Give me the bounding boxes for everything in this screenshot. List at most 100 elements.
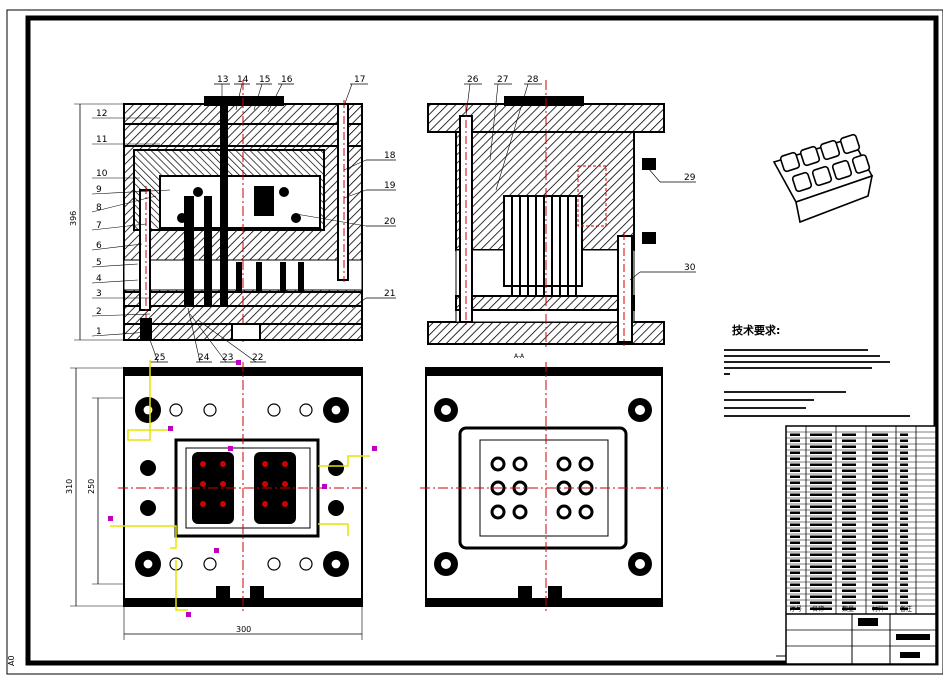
parts-list-text-mark	[872, 529, 888, 532]
svg-text:1: 1	[96, 327, 102, 337]
parts-list-text-mark	[810, 559, 832, 562]
svg-text:15: 15	[259, 75, 270, 85]
parts-list-text-mark	[790, 607, 800, 610]
parts-list-text-mark	[900, 511, 908, 514]
parts-list-text-mark	[810, 475, 832, 478]
parts-list-text-mark	[790, 433, 800, 436]
parts-list-text-mark	[790, 481, 800, 484]
svg-text:2: 2	[96, 307, 102, 317]
svg-text:备注: 备注	[900, 605, 912, 613]
parts-list-text-mark	[872, 481, 888, 484]
parts-list-text-mark	[872, 595, 888, 598]
parts-list-text-mark	[810, 481, 832, 484]
svg-text:10: 10	[96, 169, 108, 179]
parts-list-text-mark	[900, 499, 908, 502]
parts-list-text-mark	[790, 517, 800, 520]
parts-list-table: 序号 名称 数量 材料 备注	[776, 425, 937, 665]
parts-list-text-mark	[810, 523, 832, 526]
parts-list-text-mark	[872, 469, 888, 472]
parts-list-text-mark	[900, 445, 908, 448]
product-isometric	[772, 133, 874, 224]
parts-list-text-mark	[790, 559, 800, 562]
parts-list-text-mark	[872, 511, 888, 514]
svg-text:24: 24	[198, 353, 210, 363]
svg-text:3: 3	[96, 289, 102, 299]
parts-list-text-mark	[900, 469, 908, 472]
inner-border	[25, 15, 939, 666]
parts-list-text-mark	[900, 595, 908, 598]
parts-list-text-mark	[900, 553, 908, 556]
parts-list-text-mark	[872, 541, 888, 544]
svg-text:20: 20	[384, 217, 396, 227]
svg-text:26: 26	[467, 75, 479, 85]
svg-text:27: 27	[497, 75, 508, 85]
svg-text:8: 8	[96, 203, 102, 213]
parts-list-text-mark	[900, 529, 908, 532]
parts-list-text-mark	[842, 523, 856, 526]
parts-list-text-mark	[790, 553, 800, 556]
parts-list-text-mark	[900, 583, 908, 586]
parts-list-text-mark	[790, 571, 800, 574]
parts-list-text-mark	[872, 439, 888, 442]
parts-list-text-mark	[810, 505, 832, 508]
parts-list-text-mark	[842, 475, 856, 478]
parts-list-text-mark	[842, 511, 856, 514]
svg-text:13: 13	[217, 75, 228, 85]
parts-list-text-mark	[790, 583, 800, 586]
outer-border	[6, 9, 943, 675]
front-callouts-top: 13 14 15 16 17	[214, 75, 368, 113]
parts-list-text-mark	[790, 487, 800, 490]
parts-list-text-mark	[872, 499, 888, 502]
parts-list-text-mark	[872, 553, 888, 556]
parts-list-text-mark	[872, 583, 888, 586]
parts-list-text-mark	[810, 529, 832, 532]
parts-list-text-mark	[790, 547, 800, 550]
parts-list-text-mark	[900, 439, 908, 442]
parts-list-text-mark	[810, 493, 832, 496]
parts-list-text-mark	[810, 601, 832, 604]
parts-list-text-mark	[842, 505, 856, 508]
parts-list-text-mark	[810, 517, 832, 520]
svg-text:名称: 名称	[812, 605, 824, 613]
parts-list-text-mark	[900, 481, 908, 484]
svg-text:30: 30	[684, 263, 696, 273]
parts-list-text-mark	[842, 547, 856, 550]
parts-list-text-mark	[872, 547, 888, 550]
svg-text:6: 6	[96, 241, 102, 251]
side-callouts: 26 27 28 29 30 A-A	[464, 75, 696, 360]
svg-text:310: 310	[65, 479, 74, 494]
front-callouts-bottom: 25 24 23 22	[149, 307, 266, 363]
parts-list-text-mark	[842, 535, 856, 538]
parts-list-text-mark	[842, 553, 856, 556]
parts-list-text-mark	[872, 589, 888, 592]
svg-text:12: 12	[96, 109, 107, 119]
svg-text:18: 18	[384, 151, 396, 161]
parts-list-text-mark	[810, 583, 832, 586]
parts-list-text-mark	[810, 511, 832, 514]
parts-list-text-mark	[872, 463, 888, 466]
parts-list-text-mark	[872, 475, 888, 478]
parts-list-text-mark	[872, 571, 888, 574]
parts-list-text-mark	[872, 505, 888, 508]
parts-list-text-mark	[810, 457, 832, 460]
parts-list-text-mark	[842, 451, 856, 454]
svg-text:4: 4	[96, 274, 102, 284]
parts-list-text-mark	[790, 541, 800, 544]
svg-text:22: 22	[252, 353, 263, 363]
parts-list-text-mark	[790, 493, 800, 496]
parts-list-text-mark	[900, 541, 908, 544]
parts-list-text-mark	[810, 589, 832, 592]
parts-list-text-mark	[872, 535, 888, 538]
svg-text:29: 29	[684, 173, 696, 183]
parts-list-text-mark	[790, 439, 800, 442]
parts-list-text-mark	[900, 433, 908, 436]
parts-list-text-mark	[790, 463, 800, 466]
parts-list-text-mark	[900, 559, 908, 562]
front-height-dimension: 396	[69, 103, 124, 341]
parts-list-text-mark	[872, 433, 888, 436]
parts-list-text-mark	[872, 487, 888, 490]
parts-list-text-mark	[900, 475, 908, 478]
tech-requirements-title: 技术要求:	[732, 323, 780, 337]
parts-list-text-mark	[842, 469, 856, 472]
svg-text:7: 7	[96, 221, 102, 231]
